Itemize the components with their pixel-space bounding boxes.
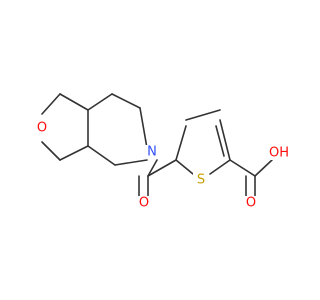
atom-bg (243, 196, 259, 210)
bond (175, 159, 194, 175)
bond (219, 119, 231, 161)
bond (215, 125, 225, 157)
bond (254, 159, 273, 177)
atom-bg (136, 196, 152, 210)
amide-nitrogen-label: N (147, 145, 157, 160)
atom-bg (34, 121, 50, 135)
bond (59, 93, 89, 111)
molecule-canvas: O N O S O OH (34, 93, 290, 211)
bond (59, 145, 89, 161)
atom-bg (193, 173, 209, 187)
thiophene-sulfur-label: S (197, 173, 205, 188)
bond (175, 125, 187, 161)
atom-bg (268, 146, 290, 160)
bond (87, 145, 116, 166)
acid-oxygen-label: O (246, 196, 256, 211)
atom-labels: O N O S O OH (34, 121, 290, 211)
bond (114, 159, 148, 166)
bond (209, 159, 231, 175)
bond (147, 159, 177, 177)
bonds (41, 93, 273, 197)
bond (185, 109, 221, 121)
bond (147, 159, 158, 177)
structure-diagram: O N O S O OH (34, 93, 290, 211)
hydroxyl-label: OH (269, 146, 289, 161)
carbonyl-oxygen-label: O (139, 196, 149, 211)
bond (229, 159, 256, 177)
bond (139, 107, 148, 149)
atom-bg (144, 145, 160, 159)
bond (111, 93, 141, 109)
ring-oxygen-label: O (37, 121, 47, 136)
bond (87, 93, 113, 111)
bond (41, 141, 61, 161)
bond (41, 93, 61, 115)
